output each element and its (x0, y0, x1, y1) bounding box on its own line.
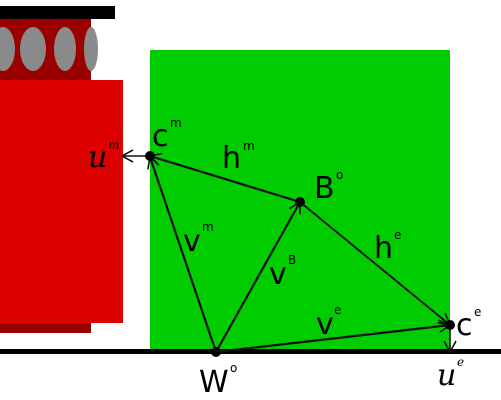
point-B-o (295, 197, 305, 207)
machine-body (0, 6, 123, 333)
vector-v-B (215, 200, 301, 353)
machine-base-block (0, 323, 91, 333)
vector-v-m (147, 155, 218, 353)
label-u-e: u (437, 358, 456, 393)
label-c-m: c (152, 119, 169, 154)
label-h-m-sup: m (243, 139, 255, 153)
label-B-o-sup: o (336, 168, 343, 182)
label-c-m-sup: m (170, 116, 182, 130)
machine-bolt-1 (0, 27, 15, 71)
vector-h-m (148, 152, 301, 204)
label-u-m-sup: m (108, 138, 119, 152)
machine-top-bar (0, 6, 115, 19)
machine-main-block (0, 80, 123, 323)
point-c-e (445, 320, 455, 330)
label-c-e: c (456, 308, 473, 343)
point-W-o (211, 347, 221, 357)
label-B-o: B (314, 171, 335, 206)
label-h-e: h (374, 231, 393, 266)
label-W-o: W (199, 365, 229, 400)
label-h-e-sup: e (394, 228, 401, 242)
label-v-m: v (183, 224, 201, 259)
points (145, 151, 455, 357)
vector-v-e (215, 319, 452, 354)
label-v-e: v (316, 307, 334, 342)
machine-bolt-3 (54, 27, 76, 71)
label-v-B: v (269, 257, 287, 292)
label-v-B-sup: B (288, 253, 296, 267)
point-c-m (145, 151, 155, 161)
labels: c m u m h m B o h e v m v B v e c e u e … (88, 116, 481, 400)
label-c-e-sup: e (474, 305, 481, 319)
machine-bolt-2 (20, 27, 46, 71)
ground-line (0, 349, 501, 354)
label-u-m: u (88, 140, 107, 175)
vector-h-e (299, 201, 452, 327)
label-W-o-sup: o (230, 361, 237, 375)
label-u-e-sup: e (457, 355, 464, 369)
machine-bolt-4 (84, 27, 98, 71)
label-v-e-sup: e (334, 303, 341, 317)
label-v-m-sup: m (202, 220, 214, 234)
label-h-m: h (222, 141, 241, 176)
